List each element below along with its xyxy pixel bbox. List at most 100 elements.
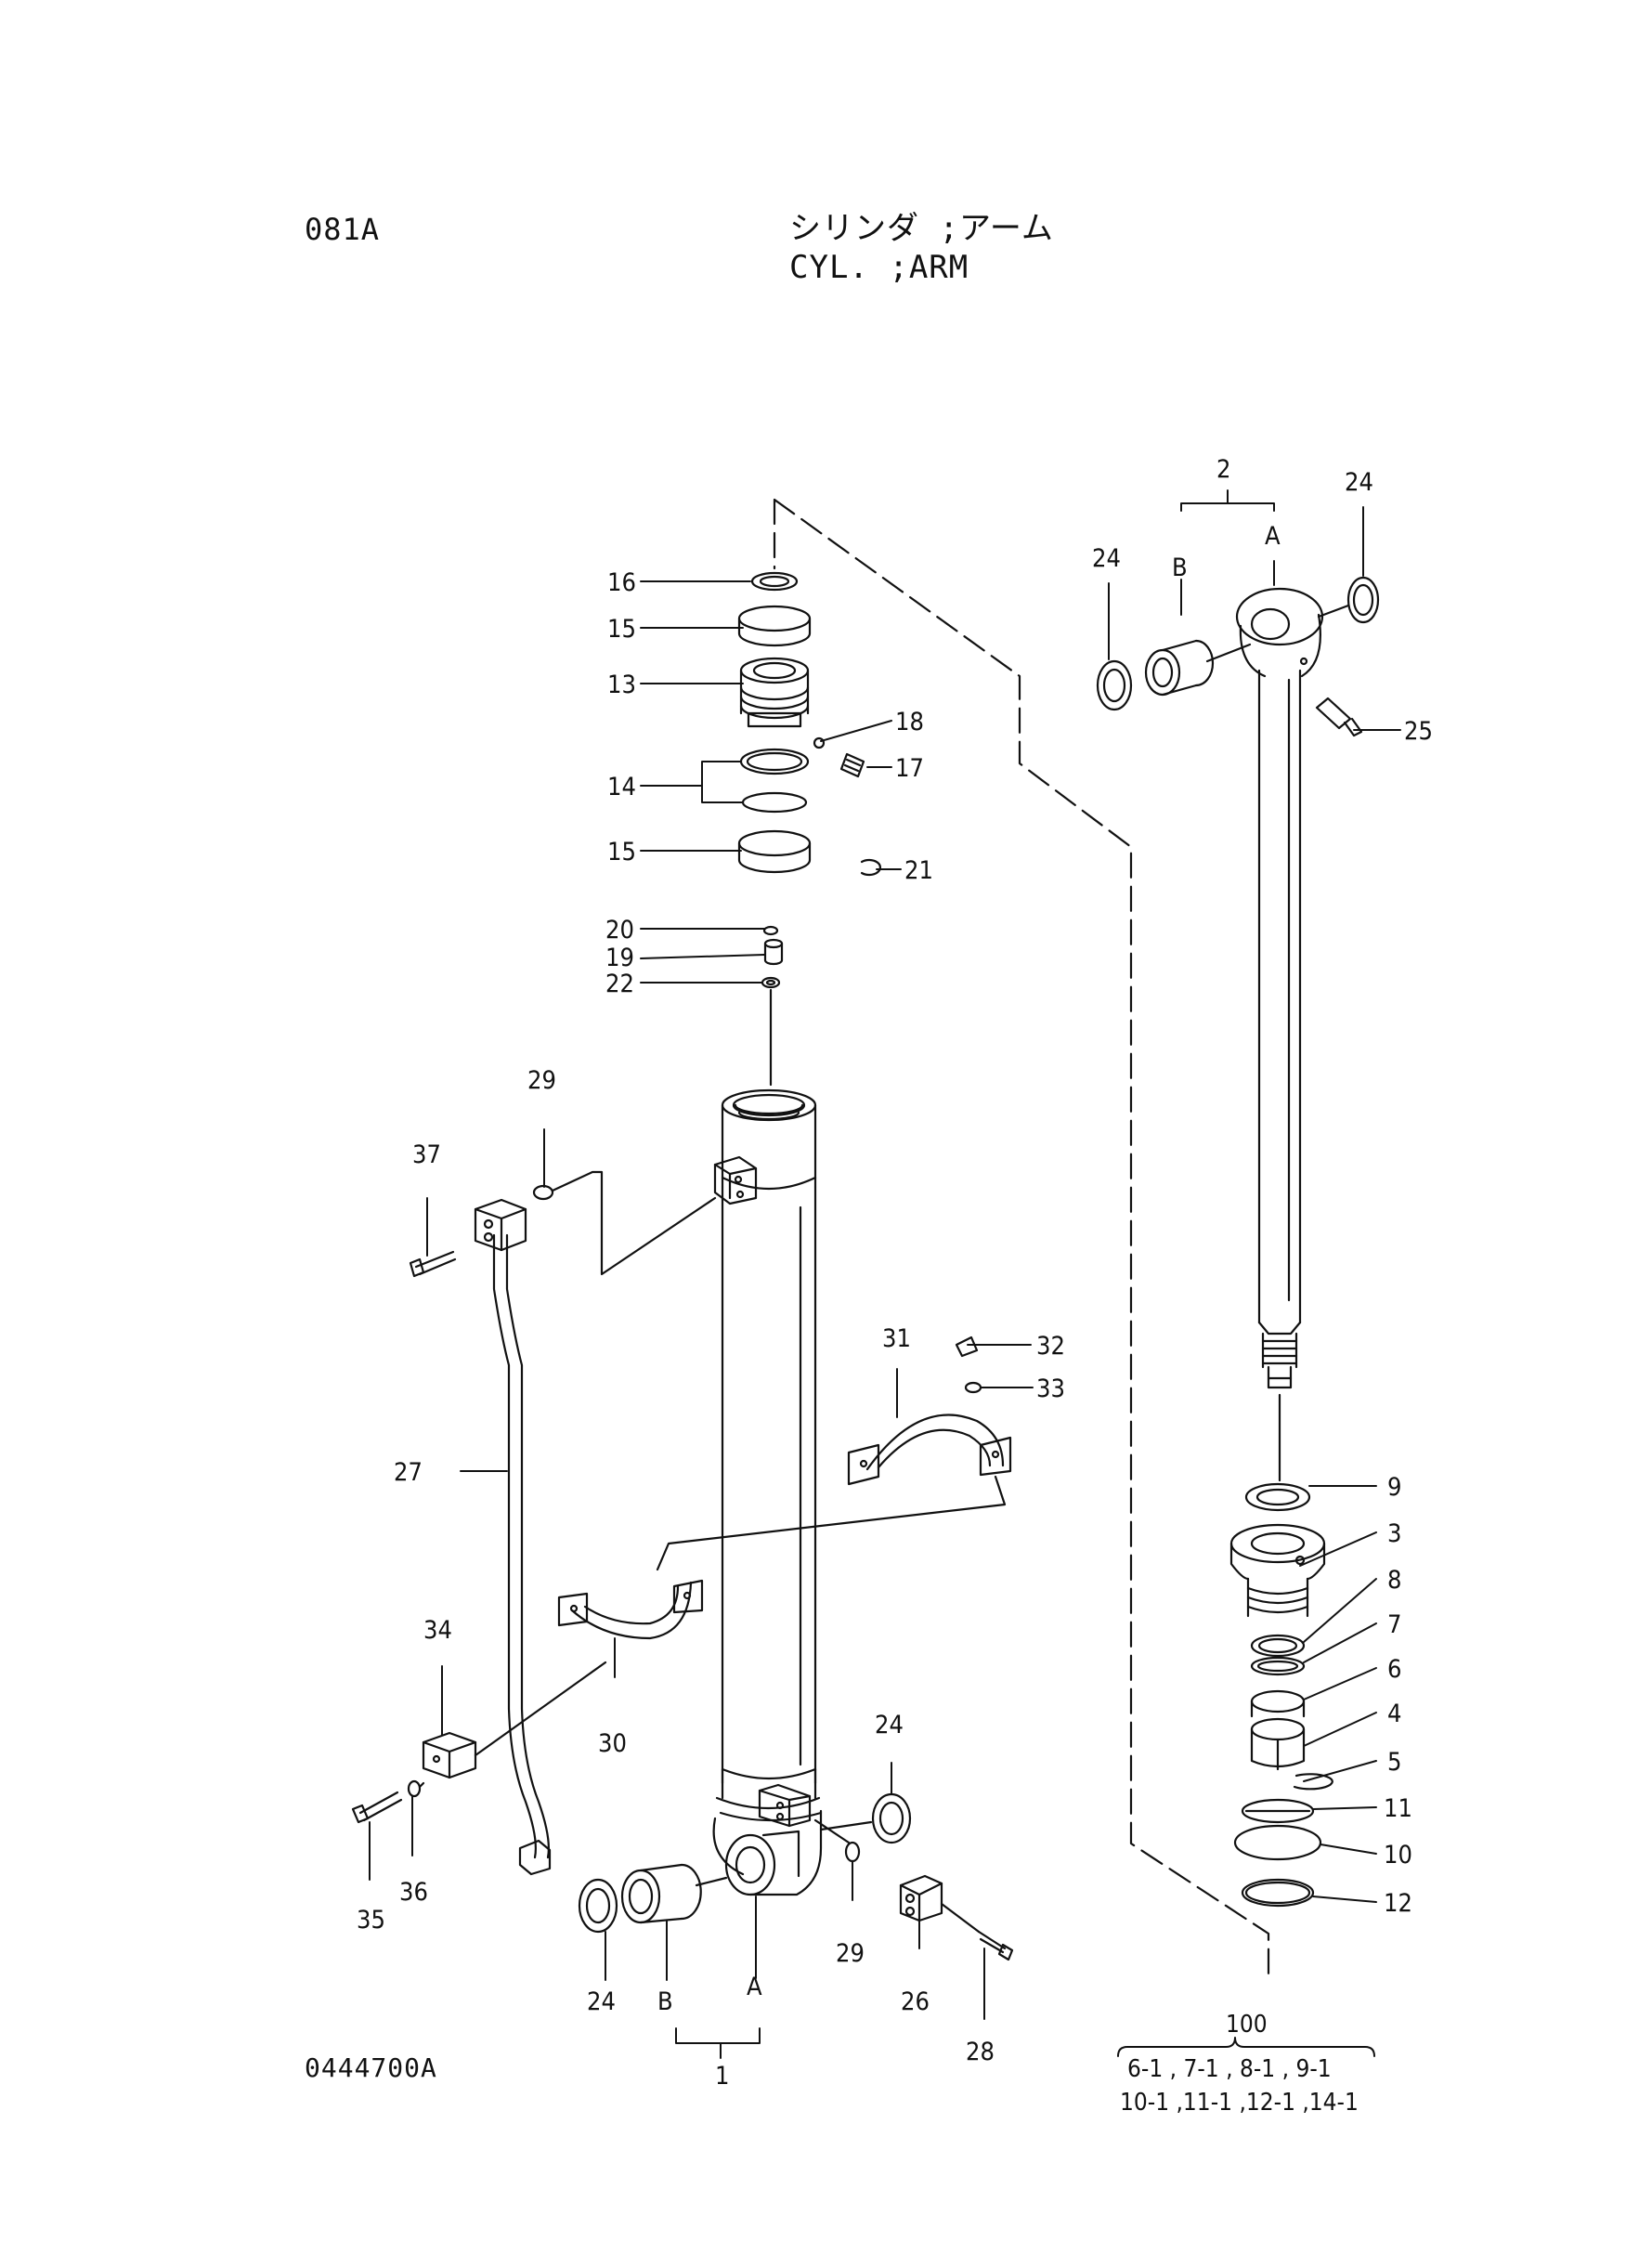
callout-10: 10: [1384, 1841, 1412, 1870]
callout-29-upper: 29: [527, 1066, 556, 1095]
callout-15-lower: 15: [607, 838, 636, 866]
part-36-washer: [407, 1779, 422, 1798]
callout-33: 33: [1036, 1375, 1065, 1403]
part-16-dust-ring: [750, 571, 799, 592]
part-32-bolt: [955, 1335, 979, 1358]
part-37-bolt: [409, 1250, 457, 1278]
callout-8: 8: [1387, 1566, 1401, 1595]
callout-4: 4: [1387, 1700, 1401, 1728]
part-29-o-ring-upper: [532, 1184, 554, 1201]
callout-30: 30: [598, 1729, 627, 1758]
callout-19: 19: [605, 944, 634, 972]
tube-lower-bracket: [758, 1783, 812, 1828]
part-29-o-ring-lower: [844, 1841, 861, 1863]
callout-15-upper: 15: [607, 615, 636, 644]
part-28-bolt: [977, 1930, 1014, 1961]
callout-7: 7: [1387, 1610, 1401, 1639]
part-25-grease-fitting: [1315, 697, 1363, 737]
callout-9: 9: [1387, 1473, 1401, 1502]
callout-31: 31: [882, 1324, 911, 1353]
part-2-piston-rod: [1235, 587, 1324, 1389]
callout-28: 28: [966, 2038, 995, 2066]
callout-21: 21: [904, 856, 933, 885]
part-24-seal-tube-left: [578, 1878, 618, 1934]
callout-b-tube: B: [657, 1987, 673, 2016]
callout-17: 17: [895, 754, 924, 783]
title-english: CYL. ;ARM: [789, 249, 969, 286]
part-8-seal-ring: [1250, 1634, 1306, 1658]
assembly-line: [813, 1818, 873, 1844]
callout-34: 34: [423, 1616, 452, 1645]
part-5-set-screw-ring: [1293, 1773, 1333, 1791]
callout-18: 18: [895, 708, 924, 736]
callout-24-tube-right: 24: [875, 1711, 904, 1739]
part-22-washer: [761, 976, 781, 989]
callout-24-rod-right: 24: [1345, 468, 1373, 497]
part-12-slide-ring: [1241, 1878, 1315, 1908]
callout-32: 32: [1036, 1332, 1065, 1361]
part-30-band-lower: [557, 1579, 704, 1640]
callout-24-tube-left: 24: [587, 1987, 616, 2016]
part-11-slide-ring: [1241, 1798, 1315, 1824]
callout-27: 27: [394, 1458, 423, 1487]
callout-labels: 16 15 13 18 17 14 15 21 20 19 22 29 37 2…: [357, 455, 1433, 2091]
callout-a-tube: A: [747, 1973, 762, 2001]
part-17-set-screw: [839, 752, 865, 778]
part-19-nipple: [763, 938, 784, 966]
part-27-pipe: [492, 1233, 552, 1876]
part-14-seal-set: [739, 748, 810, 814]
part-1-cylinder-tube: [712, 1088, 823, 1896]
part-15-backup-ring-upper: [737, 605, 812, 647]
assembly-line: [551, 1170, 717, 1276]
part-18-steel-ball: [813, 736, 826, 749]
callout-2: 2: [1216, 455, 1230, 484]
callout-b-rod: B: [1172, 554, 1188, 582]
tube-upper-bracket: [713, 1155, 758, 1205]
callout-1: 1: [715, 2062, 729, 2091]
page-code: 081A: [305, 212, 381, 247]
part-20-washer: [762, 925, 779, 936]
seal-kit-number: 100: [1226, 2011, 1268, 2039]
callout-6: 6: [1387, 1655, 1401, 1684]
part-b-bushing-tube: [620, 1863, 702, 1924]
callout-36: 36: [399, 1878, 428, 1907]
part-33-washer: [964, 1381, 982, 1394]
assembly-line: [418, 1781, 425, 1789]
callout-22: 22: [605, 970, 634, 998]
callout-37: 37: [412, 1140, 441, 1169]
part-13-cylinder-head: [739, 657, 810, 728]
part-b-bushing-rod: [1144, 639, 1215, 697]
seal-kit-line-1: 6-1 , 7-1 , 8-1 , 9-1: [1127, 2055, 1332, 2083]
seal-kit-line-2: 10-1 ,11-1 ,12-1 ,14-1: [1120, 2089, 1359, 2117]
callout-29-lower: 29: [836, 1939, 865, 1968]
title-japanese: シリンダ ;アーム: [789, 210, 1054, 247]
part-4-nut: [1250, 1717, 1306, 1771]
part-15-backup-ring-lower: [737, 829, 812, 874]
part-24-seal-tube-right: [871, 1792, 912, 1844]
part-26-pipe-clamp-block: [899, 1874, 943, 1922]
callout-24-rod-left: 24: [1092, 544, 1121, 573]
part-6-cushion-ring: [1250, 1689, 1306, 1718]
drawing-number: 0444700A: [305, 2052, 437, 2083]
part-24-seal-rod-right: [1346, 576, 1380, 624]
assembly-line: [1317, 604, 1350, 619]
callout-26: 26: [901, 1987, 930, 2016]
callout-25: 25: [1404, 717, 1433, 746]
callout-16: 16: [607, 568, 636, 597]
callout-a-rod: A: [1265, 522, 1281, 551]
part-37-clamp-block-upper: [474, 1198, 527, 1252]
part-7-backup-ring: [1250, 1656, 1306, 1676]
part-31-band-upper: [847, 1414, 1012, 1486]
callout-13: 13: [607, 671, 636, 699]
callout-5: 5: [1387, 1748, 1401, 1777]
part-10-piston-seal: [1233, 1824, 1322, 1861]
part-35-bolt: [351, 1791, 403, 1824]
callout-12: 12: [1384, 1889, 1412, 1918]
assembly-line: [474, 1661, 607, 1757]
callout-35: 35: [357, 1906, 385, 1935]
callout-14: 14: [607, 773, 636, 801]
assembly-line: [695, 1876, 728, 1887]
callout-3: 3: [1387, 1519, 1401, 1548]
part-34-spacer-block: [422, 1731, 477, 1779]
